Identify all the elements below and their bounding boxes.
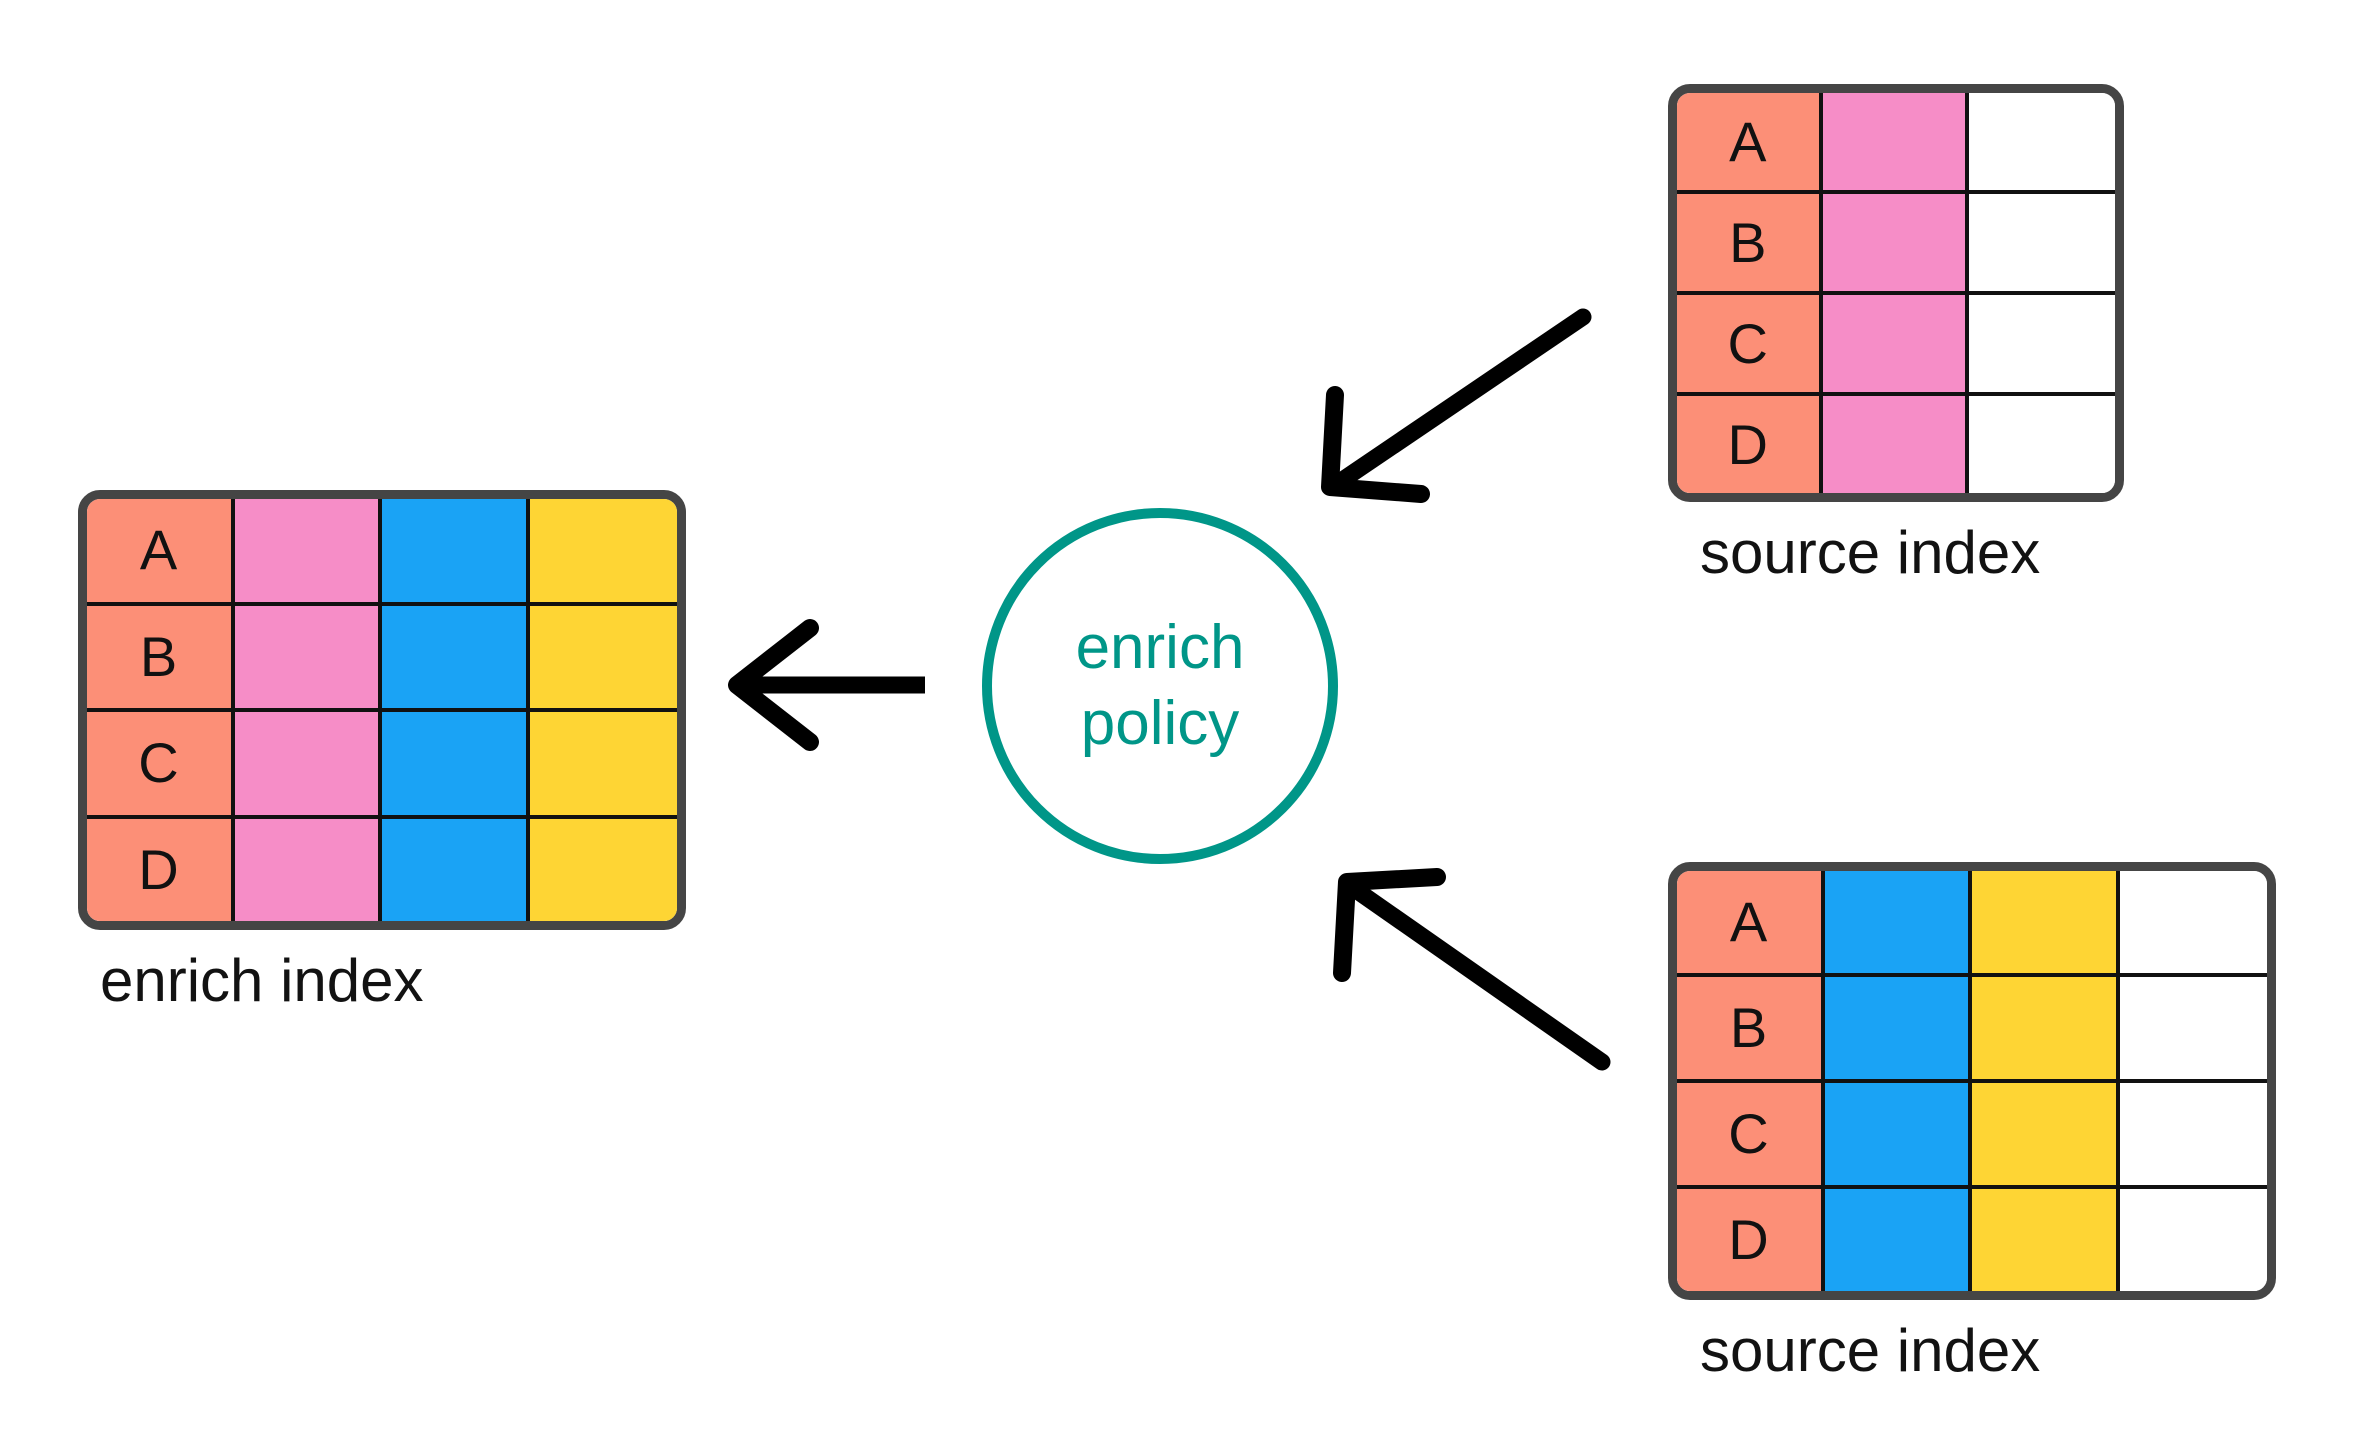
table-row: B [87, 605, 677, 712]
source-index-top-label: source index [1700, 519, 2041, 586]
enrich-policy-node: enrich policy [982, 508, 1338, 864]
source-index-bottom-label: source index [1700, 1317, 2041, 1384]
source-index-top-table: A B C D [1668, 84, 2124, 502]
enrich-value-cell [382, 818, 530, 921]
table-row: C [87, 712, 677, 819]
table-row: B [1677, 194, 2115, 295]
source-empty-cell [2119, 1189, 2267, 1291]
source-key-cell: C [1677, 1083, 1825, 1185]
source-index-bottom-block: A B C D [1668, 862, 2276, 1385]
table-row: D [87, 818, 677, 921]
enrich-key-cell: C [87, 712, 235, 815]
enrich-value-cell [234, 818, 382, 921]
source-value-cell [1972, 977, 2120, 1079]
source-value-cell [1822, 194, 1969, 291]
policy-to-enrich-arrow [728, 619, 925, 751]
table-row: C [1677, 295, 2115, 396]
source-key-cell: D [1677, 1189, 1825, 1291]
source-empty-cell [2119, 1083, 2267, 1185]
source-index-top-block: A B C D source index [1668, 84, 2124, 587]
source-empty-cell [1968, 93, 2115, 190]
source-key-cell: B [1677, 194, 1823, 291]
table-row: A [1677, 871, 2267, 977]
source-empty-cell [1968, 295, 2115, 392]
source-value-cell [1822, 295, 1969, 392]
table-row: A [1677, 93, 2115, 194]
source-value-cell [1972, 871, 2120, 973]
source-value-cell [1972, 1083, 2120, 1185]
enrich-value-cell [529, 712, 677, 815]
source-value-cell [1822, 396, 1969, 493]
source-value-cell [1824, 977, 1972, 1079]
source-empty-cell [1968, 194, 2115, 291]
source-value-cell [1822, 93, 1969, 190]
source-bottom-to-policy-arrow [1333, 868, 1611, 1071]
table-row: D [1677, 396, 2115, 493]
source-empty-cell [1968, 396, 2115, 493]
source-value-cell [1824, 1083, 1972, 1185]
source-key-cell: B [1677, 977, 1825, 1079]
source-key-cell: A [1677, 871, 1825, 973]
enrich-value-cell [529, 605, 677, 708]
table-row: A [87, 499, 677, 606]
source-empty-cell [2119, 977, 2267, 1079]
policy-label-line1: enrich [1075, 613, 1245, 683]
enrich-key-cell: B [87, 605, 235, 708]
source-key-cell: A [1677, 93, 1823, 190]
source-value-cell [1972, 1189, 2120, 1291]
enrich-value-cell [382, 499, 530, 602]
enrich-value-cell [234, 605, 382, 708]
source-empty-cell [2119, 871, 2267, 973]
source-key-cell: D [1677, 396, 1823, 493]
enrich-value-cell [529, 499, 677, 602]
enrich-index-table: A B C D [78, 490, 686, 930]
source-value-cell [1824, 871, 1972, 973]
policy-label-line2: policy [1080, 689, 1240, 758]
enrich-key-cell: D [87, 818, 235, 921]
table-row: D [1677, 1189, 2267, 1291]
source-key-cell: C [1677, 295, 1823, 392]
enrich-value-cell [234, 499, 382, 602]
source-index-bottom-table: A B C D [1668, 862, 2276, 1300]
enrich-value-cell [382, 712, 530, 815]
enrich-index-label: enrich index [100, 947, 424, 1014]
enrich-value-cell [234, 712, 382, 815]
table-row: C [1677, 1083, 2267, 1189]
source-value-cell [1824, 1189, 1972, 1291]
enrich-key-cell: A [87, 499, 235, 602]
enrich-value-cell [382, 605, 530, 708]
enrich-value-cell [529, 818, 677, 921]
enrich-index-block: A B C D [78, 490, 686, 1015]
table-row: B [1677, 977, 2267, 1083]
source-top-to-policy-arrow [1321, 308, 1592, 503]
